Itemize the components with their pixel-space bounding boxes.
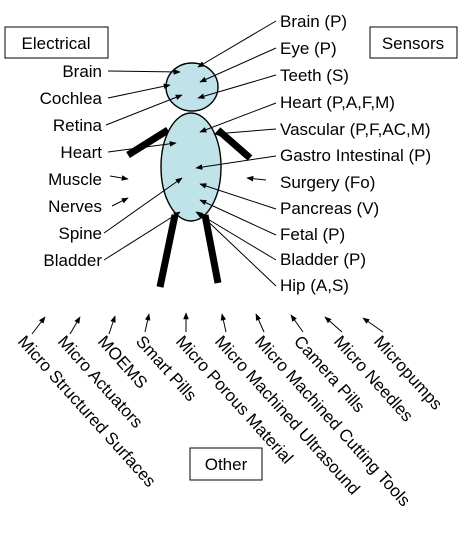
sensor-label: Vascular (P,F,AC,M) — [280, 120, 431, 139]
sensor-label: Teeth (S) — [280, 66, 349, 85]
arrow-cochlea — [108, 85, 170, 98]
arrow-other-9 — [325, 317, 342, 332]
arrow-other-4 — [145, 314, 149, 332]
arrow-brain — [108, 71, 180, 72]
electrical-label: Bladder — [43, 251, 102, 270]
arrow-other-1 — [32, 317, 45, 334]
sensor-label: Hip (A,S) — [280, 276, 349, 295]
arrow-other-2 — [70, 317, 80, 334]
arrow-other-7 — [256, 314, 264, 332]
arrow-eye-p — [200, 48, 276, 82]
head — [166, 63, 218, 111]
sensors-title: Sensors — [382, 34, 444, 53]
arrow-retina — [106, 95, 182, 125]
sensor-label: Pancreas (V) — [280, 199, 379, 218]
arrow-brain-p — [198, 21, 276, 67]
right-arm — [218, 130, 250, 158]
arrow-heart-pafm — [200, 103, 276, 132]
electrical-box: Electrical — [5, 27, 108, 58]
other-title: Other — [205, 455, 248, 474]
sensor-label: Gastro Intestinal (P) — [280, 146, 431, 165]
left-leg — [160, 215, 175, 287]
electrical-label: Spine — [59, 224, 102, 243]
sensor-label: Eye (P) — [280, 39, 337, 58]
electrical-label: Heart — [60, 143, 102, 162]
other-arrows — [32, 313, 383, 334]
arrow-surgery — [247, 178, 266, 180]
arrow-muscle — [110, 176, 128, 179]
torso — [161, 113, 221, 221]
arrow-other-8 — [291, 315, 303, 332]
electrical-label: Retina — [53, 116, 103, 135]
electrical-title: Electrical — [22, 34, 91, 53]
arrow-other-3 — [109, 316, 115, 334]
electrical-label: Nerves — [48, 197, 102, 216]
electrical-label: Cochlea — [40, 89, 103, 108]
sensor-label: Heart (P,A,F,M) — [280, 93, 395, 112]
sensor-label: Surgery (Fo) — [280, 173, 375, 192]
human-figure — [128, 63, 250, 287]
electrical-list: Brain Cochlea Retina Heart Muscle Nerves… — [40, 62, 103, 270]
sensor-label: Fetal (P) — [280, 225, 345, 244]
arrow-nerves — [112, 198, 128, 206]
electrical-label: Muscle — [48, 170, 102, 189]
other-box: Other — [190, 448, 262, 480]
arrow-other-10 — [363, 318, 383, 332]
sensor-label: Brain (P) — [280, 12, 347, 31]
electrical-label: Brain — [62, 62, 102, 81]
other-list: Micro Structured Surfaces Micro Actuator… — [14, 332, 446, 510]
arrow-other-6 — [222, 314, 226, 332]
sensors-box: Sensors — [370, 27, 457, 58]
sensor-label: Bladder (P) — [280, 250, 366, 269]
